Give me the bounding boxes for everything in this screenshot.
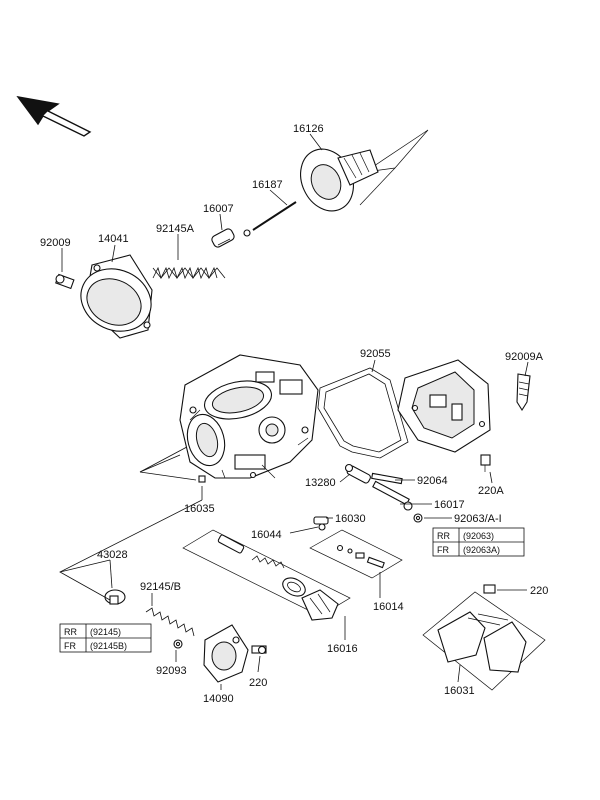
cap-43028-part (104, 589, 126, 605)
label-14041: 14041 (98, 233, 129, 245)
top-cover-part (80, 254, 153, 339)
small-jet-part (198, 475, 206, 483)
table-left-row1-value: (92145) (90, 627, 121, 637)
label-92063: 92063/A-I (454, 513, 502, 525)
pilot-screw-assembly (344, 463, 413, 511)
label-16007: 16007 (203, 203, 234, 215)
float-16031-part (422, 591, 546, 691)
label-92093: 92093 (156, 665, 187, 677)
label-16017: 16017 (434, 499, 465, 511)
label-14090: 14090 (203, 693, 234, 705)
jet-needle-part (243, 201, 297, 237)
variant-table-right: RR (92063) FR (92063A) (432, 527, 525, 557)
label-16035: 16035 (184, 503, 215, 515)
label-220-lower: 220 (249, 677, 267, 689)
label-220a: 220A (478, 485, 504, 497)
jet-16044-part (318, 523, 326, 531)
label-16016: 16016 (327, 643, 358, 655)
spring-b-part (145, 607, 195, 637)
table-right-row1-code: RR (437, 531, 450, 541)
diaphragm-piston-part (300, 129, 429, 212)
o-ring-92063-part (413, 513, 423, 523)
cover-14090-part (203, 624, 249, 683)
screw-220a-part (480, 454, 491, 472)
table-right-row1-value: (92063) (463, 531, 494, 541)
front-arrow-icon (16, 96, 92, 137)
label-16187: 16187 (252, 179, 283, 191)
label-92145a: 92145A (156, 223, 195, 235)
label-92009a: 92009A (505, 351, 544, 363)
screw-220-lower-part (251, 645, 267, 655)
label-92064: 92064 (417, 475, 448, 487)
gasket-part (317, 367, 409, 459)
label-92145b: 92145/B (140, 581, 181, 593)
label-92009: 92009 (40, 237, 71, 249)
label-16044: 16044 (251, 529, 282, 541)
table-right-row2-code: FR (437, 545, 449, 555)
table-left-row2-code: FR (64, 641, 76, 651)
screw-a-part (516, 373, 531, 412)
table-left-row2-value: (92145B) (90, 641, 127, 651)
float-chamber-part (397, 359, 491, 453)
kit-16014-part (309, 529, 403, 579)
screw-220-float-part (483, 584, 496, 594)
label-16014: 16014 (373, 601, 404, 613)
variant-table-left: RR (92145) FR (92145B) (59, 623, 152, 653)
label-16031: 16031 (444, 685, 475, 697)
label-16126: 16126 (293, 123, 324, 135)
o-ring-92093-part (173, 639, 183, 649)
spring-part (152, 266, 226, 280)
carburetor-body-part (139, 354, 319, 481)
label-92055: 92055 (360, 348, 391, 360)
kit-16016-part (182, 529, 351, 621)
leader-lines (59, 133, 529, 690)
label-16030: 16030 (335, 513, 366, 525)
label-220-right: 220 (530, 585, 548, 597)
screw-part (55, 273, 75, 290)
label-13280: 13280 (305, 477, 336, 489)
label-43028: 43028 (97, 549, 128, 561)
needle-holder-part (211, 228, 235, 248)
table-left-row1-code: RR (64, 627, 77, 637)
part-labels: 16126 16187 16007 14041 92145A 92009 920… (40, 123, 548, 705)
jet-16030-part (313, 516, 329, 525)
table-right-row2-value: (92063A) (463, 545, 500, 555)
